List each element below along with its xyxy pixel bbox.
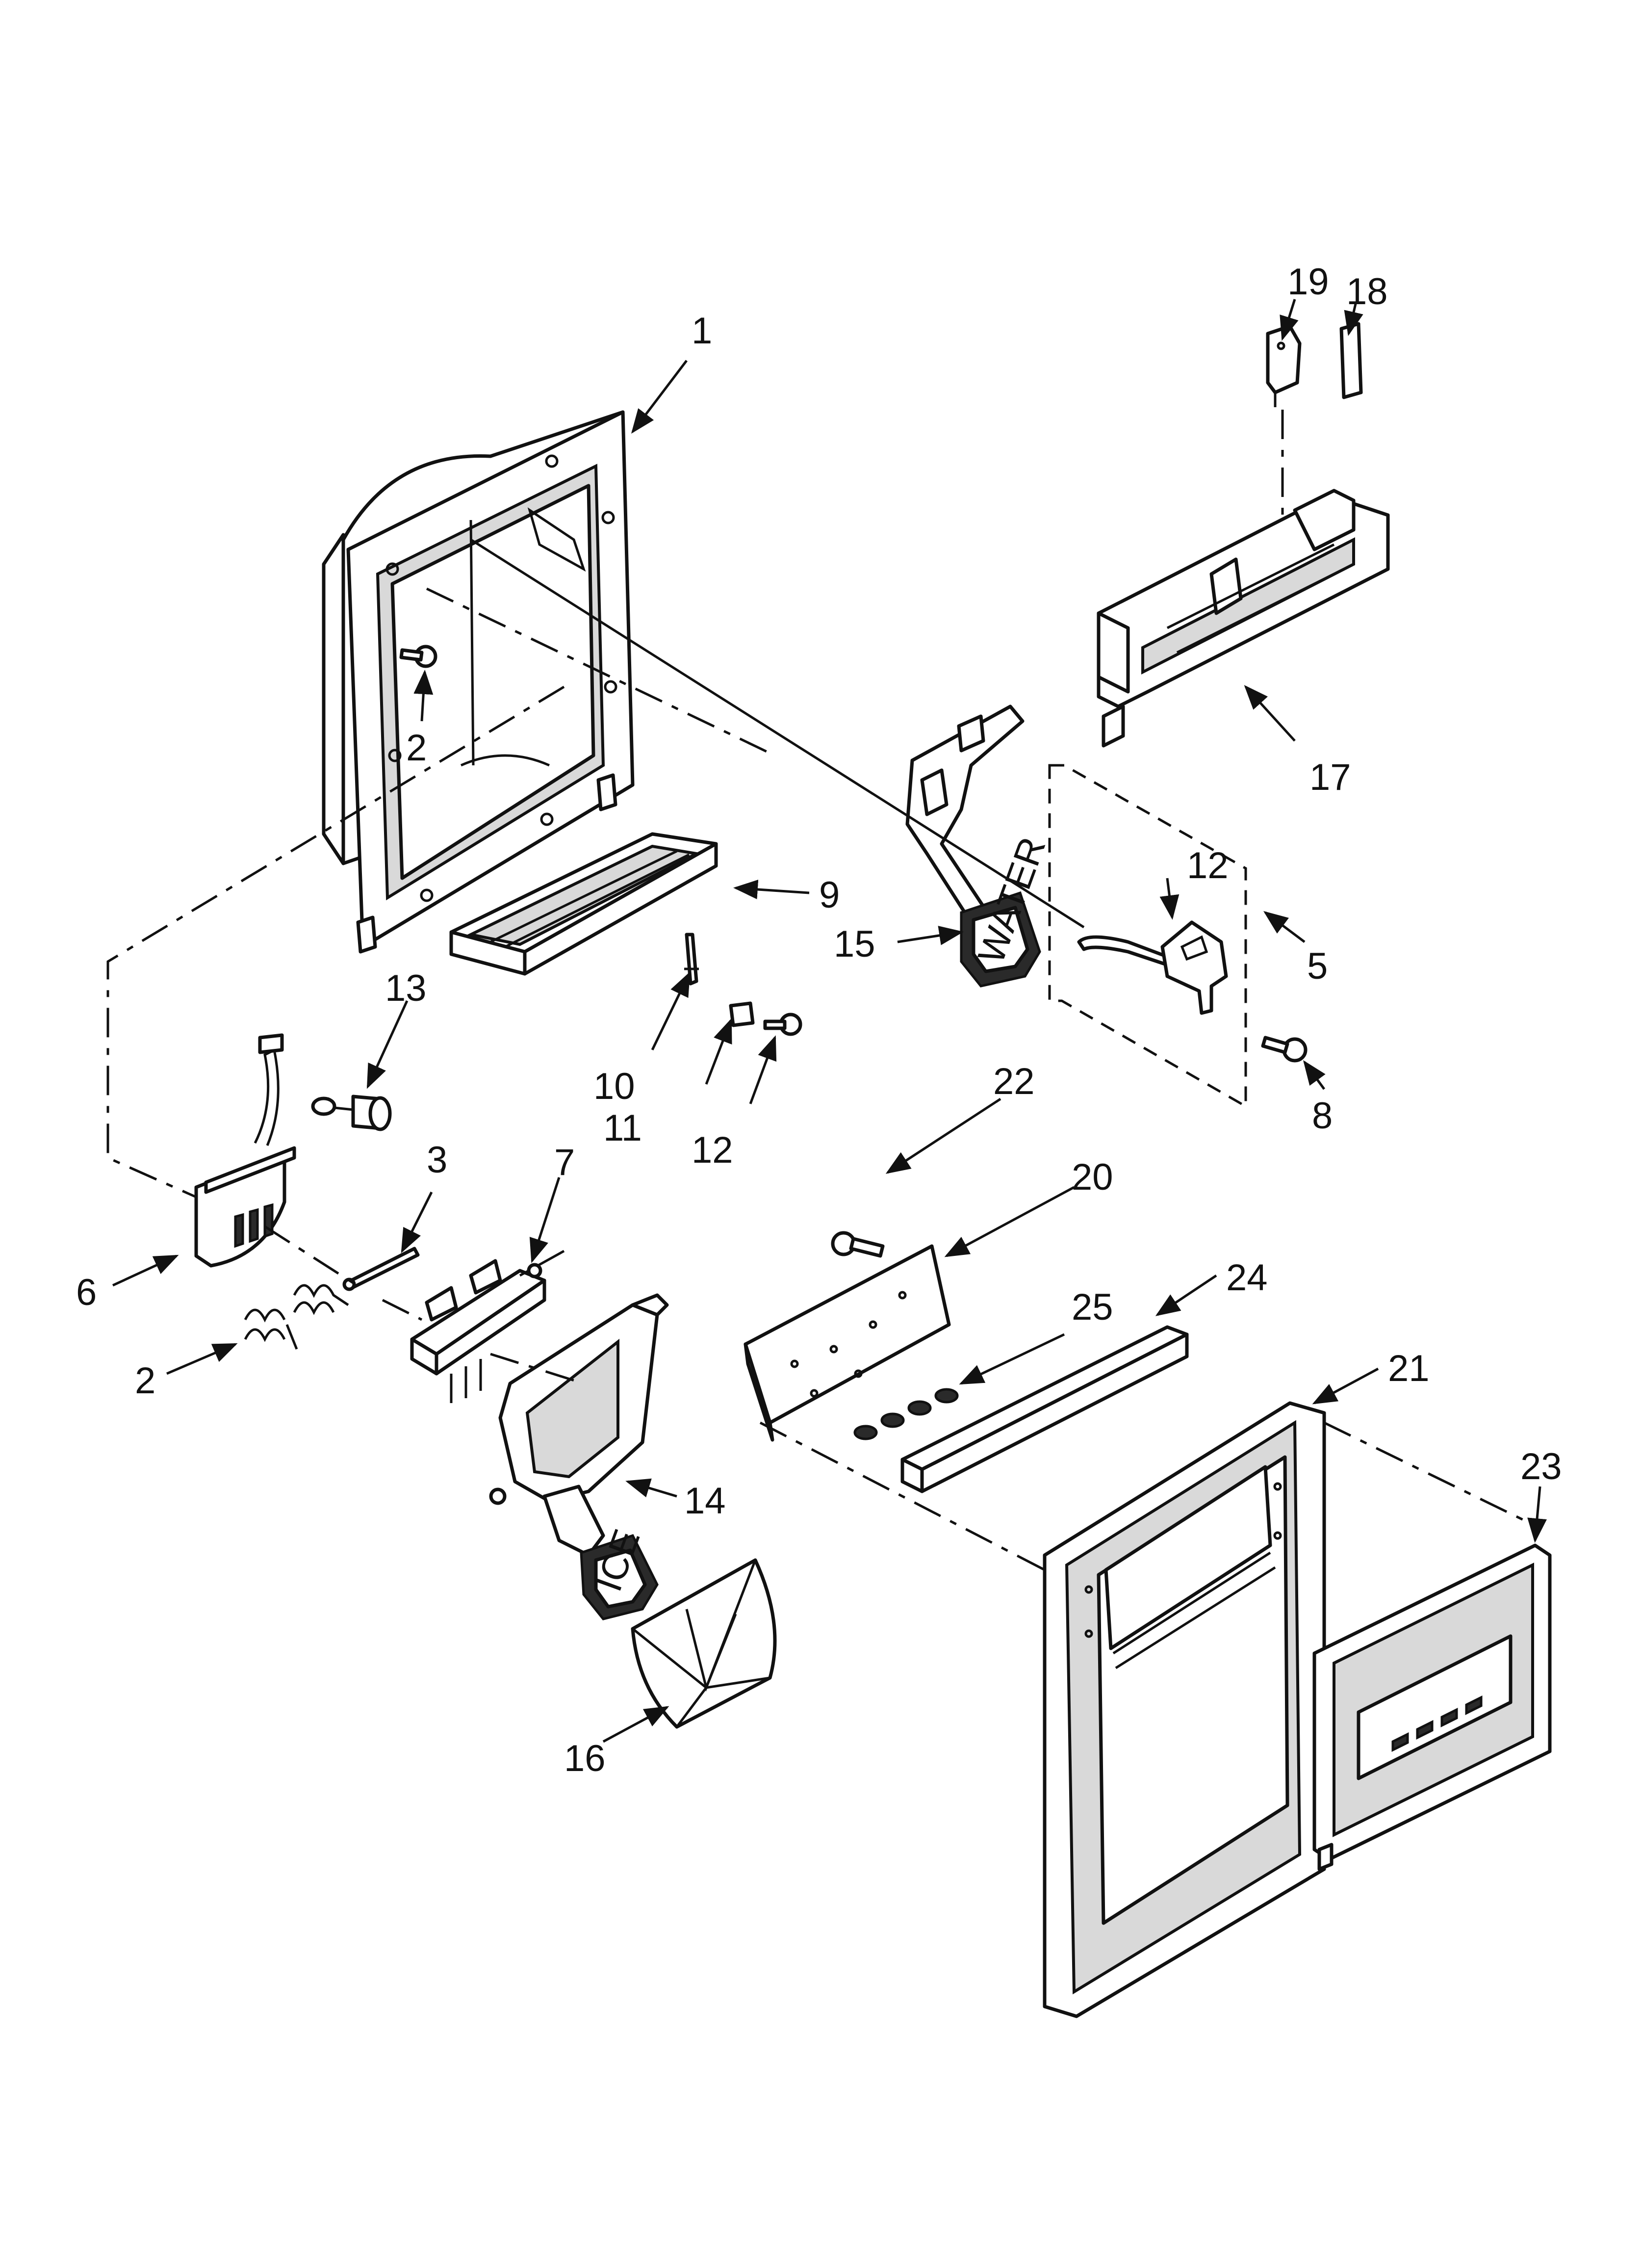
part-18-insulator — [1339, 322, 1363, 399]
callout-11: 11 — [603, 1107, 642, 1149]
callout-24: 24 — [1226, 1257, 1268, 1299]
part-9-drip-tray — [449, 832, 718, 976]
part-6-actuator — [194, 1033, 296, 1268]
callout-2-lower: 2 — [135, 1360, 155, 1402]
callout-18: 18 — [1346, 271, 1388, 313]
part-14-ice-lever — [489, 1293, 669, 1557]
part-16-ice-chute — [631, 1558, 777, 1729]
part-2-screw-upper — [399, 645, 437, 668]
part-8-screw — [1261, 1036, 1308, 1063]
alignment-lines — [106, 410, 1526, 1571]
part-21-front-panel — [1043, 1401, 1326, 2018]
callout-10: 10 — [593, 1066, 635, 1107]
part-20-control-board — [744, 1244, 951, 1442]
part-15-water-lever — [905, 704, 1025, 924]
callout-14: 14 — [684, 1480, 726, 1522]
part-1-housing-frame — [322, 410, 635, 954]
callout-2-upper: 2 — [406, 727, 427, 769]
callout-21: 21 — [1388, 1348, 1430, 1389]
part-24-trim-bar — [900, 1325, 1189, 1493]
callout-17: 17 — [1309, 756, 1351, 798]
callout-9: 9 — [819, 874, 840, 916]
callout-23: 23 — [1520, 1446, 1562, 1487]
part-15-water-pad: WATER — [960, 832, 1054, 988]
callout-19: 19 — [1287, 261, 1329, 303]
callout-6: 6 — [76, 1272, 97, 1313]
callout-13: 13 — [385, 967, 427, 1009]
callout-1: 1 — [692, 310, 712, 352]
callout-12-tray: 12 — [692, 1129, 733, 1171]
part-5-group-box — [1048, 764, 1247, 1109]
part-14-ice-pad: ICE — [580, 1524, 659, 1620]
callout-20: 20 — [1072, 1156, 1113, 1198]
callout-3: 3 — [427, 1139, 447, 1181]
part-3-pin — [342, 1247, 420, 1291]
part-11-bracket — [729, 1001, 755, 1027]
part-10-spring-clip — [684, 933, 699, 986]
callout-labels: 1 2 9 15 12 5 8 17 19 18 10 11 12 13 3 7… — [76, 261, 1562, 1779]
part-12-screw-tray — [763, 1013, 802, 1036]
leader-arrows — [112, 299, 1547, 1743]
part-13-solenoid — [311, 1095, 392, 1131]
callout-15: 15 — [834, 923, 875, 965]
callout-12-right: 12 — [1187, 845, 1229, 886]
part-23-control-bezel — [1312, 1543, 1552, 1871]
callout-22: 22 — [993, 1061, 1035, 1102]
part-17-control-housing — [1097, 489, 1390, 748]
part-22-screw — [831, 1231, 885, 1258]
callout-7: 7 — [554, 1142, 575, 1183]
part-2-springs — [244, 1284, 349, 1350]
callout-8: 8 — [1312, 1095, 1333, 1137]
part-25-button-strip — [853, 1388, 959, 1440]
callout-25: 25 — [1072, 1286, 1113, 1328]
callout-5: 5 — [1307, 945, 1328, 987]
part-12-switch-arm — [1077, 920, 1228, 1015]
callout-16: 16 — [564, 1738, 606, 1779]
part-7-door-assembly — [410, 1250, 565, 1403]
